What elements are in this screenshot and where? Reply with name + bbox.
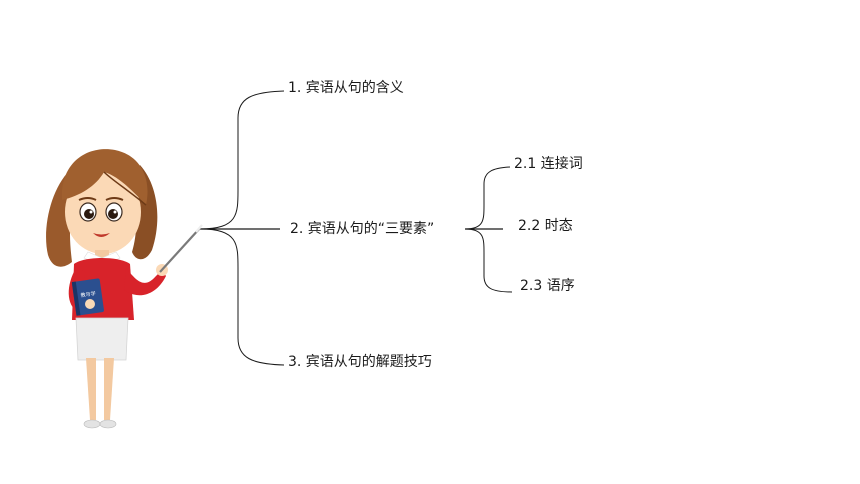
- right-brow: [105, 197, 124, 201]
- book: 教与学: [71, 278, 104, 316]
- right-pupil: [108, 209, 118, 219]
- teacher-illustration: 教与学: [46, 149, 203, 429]
- smile: [93, 233, 110, 237]
- mindmap-node-2: 2. 宾语从句的“三要素”: [290, 221, 435, 237]
- right-eye-shine: [113, 210, 117, 214]
- neck: [95, 250, 109, 260]
- right-shoe: [99, 419, 117, 429]
- book-cover-label: 教与学: [80, 290, 96, 299]
- pointer-stick: [159, 227, 201, 273]
- right-arm: [124, 268, 166, 296]
- left-brow: [78, 197, 97, 201]
- mindmap-node-2-3: 2.3 语序: [520, 278, 575, 294]
- hair-strand: [103, 171, 147, 206]
- left-hand: [85, 299, 95, 309]
- left-eye-shine: [89, 210, 93, 214]
- node-2-to-2-1-connector: [464, 166, 511, 230]
- node-2-to-2-3-connector: [464, 228, 513, 293]
- left-leg: [86, 358, 96, 420]
- mindmap-node-2-2: 2.2 时态: [518, 218, 573, 234]
- mindmap-node-3: 3. 宾语从句的解题技巧: [288, 354, 432, 370]
- root-to-node-3-connector: [199, 228, 285, 366]
- hair-bangs: [61, 149, 148, 205]
- left-shoe: [83, 419, 101, 429]
- skirt: [75, 317, 129, 361]
- mindmap-node-1: 1. 宾语从句的含义: [288, 80, 404, 96]
- right-leg: [104, 358, 114, 420]
- pointer-tip: [195, 224, 203, 233]
- root-to-node-1-connector: [199, 90, 285, 230]
- left-pupil: [84, 209, 94, 219]
- mindmap-node-2-1: 2.1 连接词: [514, 156, 583, 172]
